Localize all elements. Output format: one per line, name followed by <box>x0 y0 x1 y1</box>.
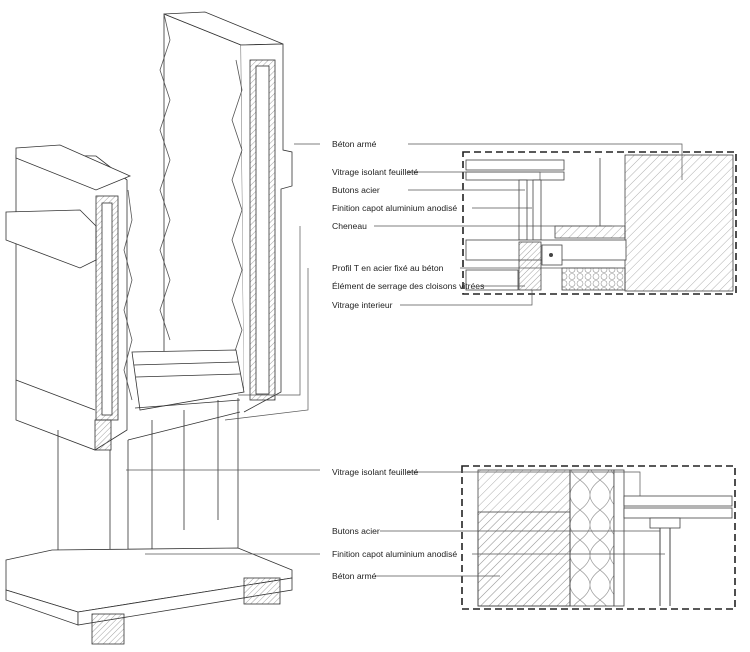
label-finition-capot: Finition capot aluminium anodisé <box>332 203 457 213</box>
label-butons-acier-bottom: Butons acier <box>332 526 380 536</box>
label-finition-capot-bottom: Finition capot aluminium anodisé <box>332 549 457 559</box>
tall-wall <box>163 13 245 389</box>
isometric-view <box>5 11 293 645</box>
label-beton-arme-bottom: Béton armé <box>332 571 377 581</box>
label-profil-t: Profil T en acier fixé au béton <box>332 263 444 273</box>
label-butons-acier: Butons acier <box>332 185 380 195</box>
detail-top <box>462 151 737 295</box>
label-vitrage-interieur: Vitrage interieur <box>332 300 393 310</box>
label-element-serrage: Élément de serrage des cloisons vitrées <box>332 281 484 291</box>
labels-top: Béton armé Vitrage isolant feuilleté But… <box>332 139 484 310</box>
label-vitrage-isolant-bottom: Vitrage isolant feuilleté <box>332 467 419 477</box>
label-cheneau: Cheneau <box>332 221 367 231</box>
label-beton-arme: Béton armé <box>332 139 377 149</box>
gutter-bottom <box>131 349 245 411</box>
detail-bottom <box>461 465 736 610</box>
label-vitrage-isolant: Vitrage isolant feuilleté <box>332 167 419 177</box>
leader-lines <box>126 143 683 577</box>
labels-bottom: Vitrage isolant feuilleté Butons acier F… <box>332 467 457 581</box>
